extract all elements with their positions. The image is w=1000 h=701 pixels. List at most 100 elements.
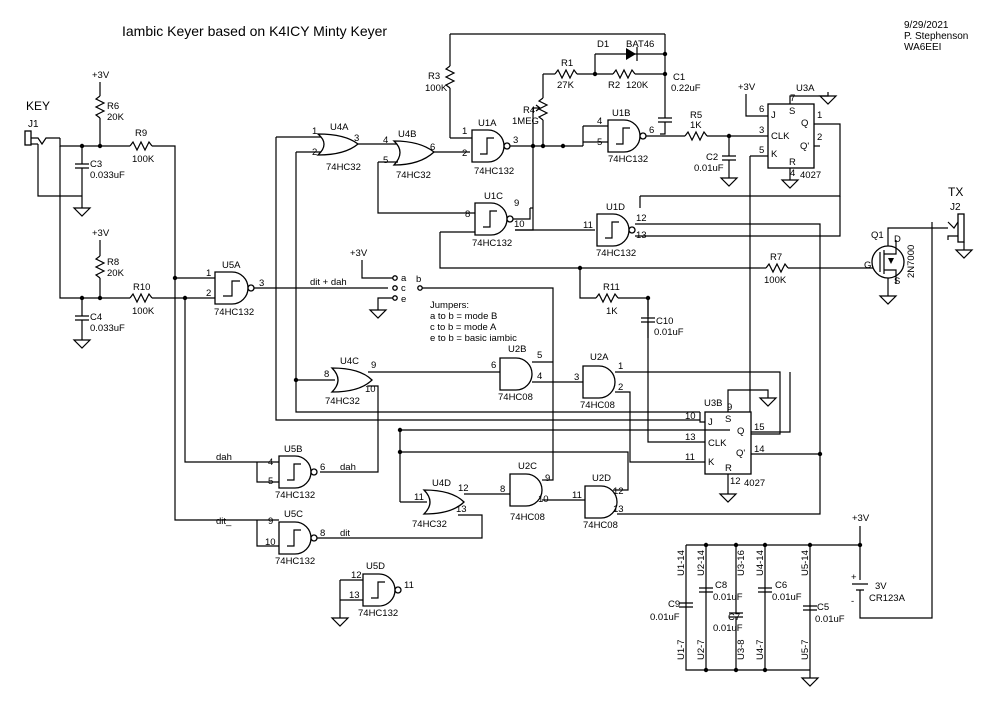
- u1b-pin4: 4: [597, 116, 602, 127]
- u5d-ref: U5D: [366, 561, 385, 572]
- diode-d1: [626, 48, 636, 60]
- resistor-r2: [612, 68, 636, 80]
- net-dit-in: dit_: [216, 516, 232, 527]
- u3a-r: R: [789, 157, 796, 168]
- author: P. Stephenson: [904, 31, 968, 42]
- u3b-ref: U3B: [704, 398, 722, 409]
- gate-u4d: [422, 489, 465, 515]
- u2c-pin9: 9: [545, 473, 550, 484]
- r4-val: 1MEG: [512, 116, 539, 127]
- u5a-ref: U5A: [222, 260, 241, 271]
- u4d-pin11: 11: [414, 492, 424, 503]
- battery-val: CR123A: [869, 593, 906, 604]
- ground-supply: [800, 677, 820, 687]
- u1c-pin10: 10: [514, 219, 525, 230]
- u3a-pin-s: 7: [790, 93, 795, 104]
- u3b-clk: CLK: [708, 438, 727, 449]
- c7-val: 0.01uF: [713, 623, 743, 634]
- u2b-pin5: 5: [537, 350, 542, 361]
- c5-ref: C5: [817, 602, 829, 613]
- v3-u3a: +3V: [738, 82, 756, 93]
- u3a-s: S: [789, 106, 795, 117]
- pwr-bot-u3: U3-8: [736, 639, 747, 660]
- jumpers-heading: Jumpers:: [430, 300, 469, 311]
- u1d-part: 74HC132: [596, 248, 636, 259]
- u1b-pin6: 6: [649, 125, 654, 136]
- resistor-r10: [129, 292, 153, 304]
- pwr-bot-u1: U1-7: [676, 639, 687, 660]
- v3-r6: +3V: [92, 70, 110, 81]
- c6-val: 0.01uF: [772, 592, 802, 603]
- u2b-pin6: 6: [491, 360, 496, 371]
- u1a-pin2: 2: [462, 148, 467, 159]
- u5d-pin11: 11: [404, 580, 414, 591]
- r10-ref: R10: [133, 282, 150, 293]
- ground-u3a-r: [780, 179, 800, 189]
- v3-jumper: +3V: [350, 248, 368, 259]
- u2a-ref: U2A: [590, 352, 609, 363]
- u3b-pin-q: 15: [754, 422, 765, 433]
- u1b-ref: U1B: [612, 108, 630, 119]
- u3a-qn: Q': [800, 141, 809, 152]
- gate-u5b: [278, 455, 318, 489]
- u4a-part: 74HC32: [326, 162, 361, 173]
- u4c-part: 74HC32: [325, 396, 360, 407]
- r4-ref: R4: [523, 105, 535, 116]
- u1c-ref: U1C: [484, 191, 503, 202]
- resistor-r1: [554, 68, 578, 80]
- pwr-top-u4: U4-14: [755, 550, 766, 576]
- u5d-pin13: 13: [349, 590, 360, 601]
- ground-c4: [72, 339, 92, 349]
- r9-ref: R9: [135, 128, 147, 139]
- flipflop-u3a: [767, 103, 815, 169]
- gate-u4c: [330, 367, 373, 393]
- gate-u5c: [278, 521, 318, 555]
- jumpers-line-2: c to b = mode A: [430, 322, 497, 333]
- u5a-pin1: 1: [206, 268, 211, 279]
- c9-ref: C9: [668, 599, 680, 610]
- u2a-pin3: 3: [574, 372, 579, 383]
- u3b-pin-r: 12: [730, 476, 741, 487]
- ground-u3b-s: [758, 397, 778, 407]
- u4d-part: 74HC32: [412, 519, 447, 530]
- u5c-pin9: 9: [268, 516, 273, 527]
- u4a-pin3: 3: [354, 133, 359, 144]
- u3a-pin-q: 1: [817, 110, 822, 121]
- capacitor-c5: [803, 605, 817, 611]
- capacitor-c9: [679, 602, 693, 608]
- j1-connector: [24, 130, 82, 197]
- r2-val: 120K: [626, 80, 649, 91]
- u3b-qn: Q': [736, 448, 745, 459]
- u3b-q: Q: [737, 426, 744, 437]
- net-dit: dit: [340, 528, 350, 539]
- c1-ref: C1: [673, 72, 685, 83]
- u3a-k: K: [771, 149, 778, 160]
- u5a-pin3: 3: [259, 278, 264, 289]
- battery: [852, 583, 868, 591]
- u5b-part: 74HC132: [275, 490, 315, 501]
- capacitor-c4: [75, 315, 89, 321]
- u1b-pin5: 5: [597, 137, 602, 148]
- u1c-pin9: 9: [514, 198, 519, 209]
- r6-val: 20K: [107, 112, 125, 123]
- gate-u1d: [596, 213, 636, 247]
- u3a-pin-j: 6: [759, 104, 764, 115]
- gate-u4b: [392, 140, 436, 166]
- d1-ref: D1: [597, 39, 609, 50]
- jumper-e: e: [401, 294, 406, 305]
- j1-label: J1: [28, 119, 39, 130]
- u2d-pin13: 13: [613, 504, 624, 515]
- u5a-part: 74HC132: [214, 307, 254, 318]
- r1-val: 27K: [557, 80, 575, 91]
- ground-jumper: [368, 309, 388, 319]
- ground-u3b-r: [718, 493, 738, 503]
- pwr-bot-u5: U5-7: [800, 639, 811, 660]
- callsign: WA6EEI: [904, 42, 941, 53]
- r5-val: 1K: [690, 120, 702, 131]
- gate-u5d: [362, 573, 402, 607]
- pwr-top-u5: U5-14: [800, 550, 811, 576]
- u3b-r: R: [725, 463, 732, 474]
- u2b-pin4: 4: [537, 371, 542, 382]
- q1-ref: Q1: [871, 230, 884, 241]
- u3b-s: S: [725, 414, 731, 425]
